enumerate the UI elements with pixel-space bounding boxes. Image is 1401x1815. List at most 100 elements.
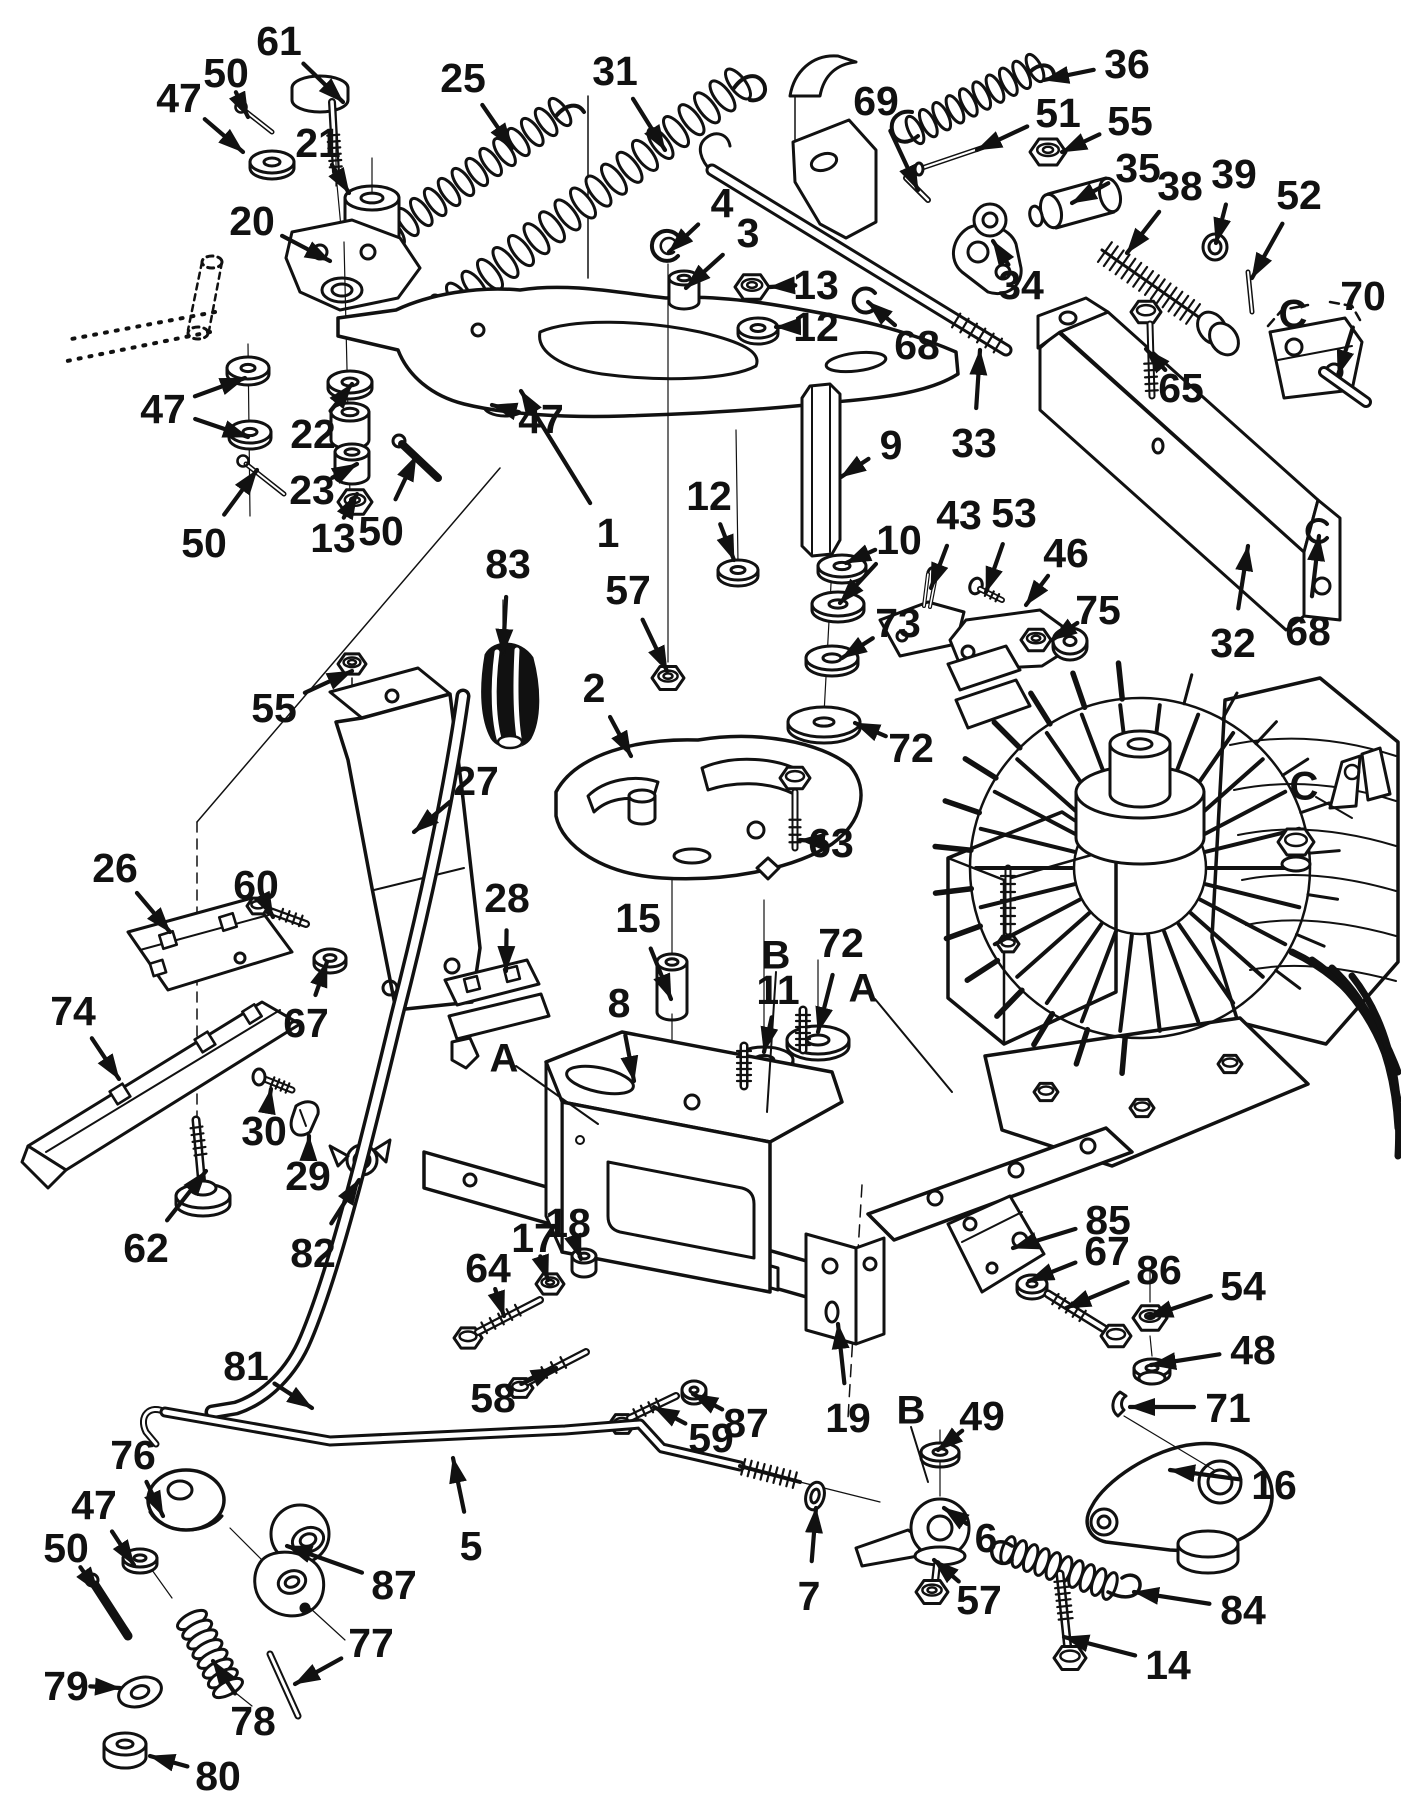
leader-arrow [1307,533,1326,599]
leader-arrow [931,1557,961,1584]
part-number: 54 [1220,1263,1266,1309]
callout-6: 6 [941,1505,997,1561]
leader-arrow [839,636,875,661]
part-number: 87 [723,1400,769,1446]
callout-52: 52 [1249,172,1322,281]
callout-61: 61 [256,18,346,105]
part-number: 57 [956,1577,1002,1623]
letter-marker-A: A [490,1036,599,1125]
leader-arrow [1335,325,1355,378]
leader-arrow [210,1658,238,1696]
callout-81: 81 [223,1343,315,1411]
part-number: 20 [229,198,275,244]
part-number: 71 [1205,1385,1251,1431]
letter-marker-C: C [1290,764,1353,819]
leader-arrow [109,1529,137,1568]
callout-49: 49 [935,1393,1005,1453]
part-number: 4 [711,180,734,226]
part-number: 47 [71,1482,117,1528]
callout-63: 63 [797,820,854,866]
callout-13: 13 [310,491,360,561]
callout-28: 28 [484,875,530,974]
leader-arrow [620,1033,639,1084]
callout-53: 53 [983,490,1037,595]
view-letter: A [849,966,878,1010]
leader-arrow [519,1365,559,1387]
callout-73: 73 [839,600,921,661]
leader-arrow [805,1505,823,1564]
callout-13: 13 [767,262,839,308]
callout-15: 15 [615,895,674,1002]
part-number: 17 [511,1215,557,1261]
part-number: 64 [465,1245,511,1291]
callout-68: 68 [865,299,940,368]
leader-arrow [489,402,522,421]
callout-47: 47 [140,375,251,440]
part-number: 18 [545,1200,591,1246]
leader-arrow [253,890,276,920]
callout-79: 79 [43,1663,123,1709]
callout-67: 67 [1026,1228,1130,1284]
leader-arrow [222,467,260,517]
part-number: 5 [460,1523,483,1569]
leader-arrow [88,1677,123,1696]
leader-arrow [1124,209,1162,256]
callout-55: 55 [251,668,355,731]
leader-arrow [888,128,921,193]
part-number: 84 [1220,1587,1266,1633]
leader-arrow [648,946,674,1002]
leader-arrow [640,617,670,674]
part-number: 70 [1340,273,1386,319]
part-number: 67 [1084,1228,1130,1274]
leader-arrow [330,461,360,485]
callout-25: 25 [440,55,515,151]
part-number: 82 [290,1230,336,1276]
leader-arrow [838,455,871,480]
callout-4: 4 [666,180,734,255]
leader-arrow [1069,181,1111,206]
callout-62: 62 [123,1168,209,1271]
leader-arrow [1145,1293,1213,1320]
part-number: 60 [233,862,279,908]
callout-3: 3 [683,210,759,291]
part-number: 87 [371,1562,417,1608]
part-number: 48 [1230,1327,1276,1373]
leader-arrow [310,959,330,998]
leader-arrow [164,1168,209,1223]
part-number: 77 [348,1620,394,1666]
part-number: 83 [485,541,531,587]
part-number: 78 [230,1698,276,1744]
callout-87: 87 [690,1391,769,1446]
leader-arrow [76,1565,101,1595]
leader-line [766,971,777,1113]
callout-50: 50 [358,453,419,554]
callout-38: 38 [1124,163,1203,256]
part-number: 75 [1075,587,1121,633]
callout-48: 48 [1148,1327,1276,1373]
leader-arrow [1010,1226,1078,1251]
part-number: 21 [295,120,341,166]
leader-arrow [495,594,514,657]
leader-arrow [843,544,878,566]
callout-21: 21 [295,120,352,196]
leader-arrow [1049,618,1080,643]
view-letter: C [1279,292,1308,336]
callout-43: 43 [928,492,982,591]
callout-50: 50 [43,1525,101,1595]
part-number: 62 [123,1225,169,1271]
callout-12: 12 [773,304,839,350]
part-number: 76 [110,1432,156,1478]
part-number: 15 [615,895,661,941]
leader-arrow [89,1036,122,1082]
part-number: 53 [991,490,1037,536]
part-number: 47 [140,386,186,432]
leader-arrow [865,299,898,328]
leader-arrow [292,1656,344,1687]
callout-11: 11 [756,967,800,1055]
part-number: 57 [605,567,651,613]
part-number: 81 [223,1343,269,1389]
callout-77: 77 [292,1620,394,1687]
part-number: 72 [888,725,934,771]
leader-arrow [393,453,419,502]
callout-74: 74 [50,988,122,1082]
